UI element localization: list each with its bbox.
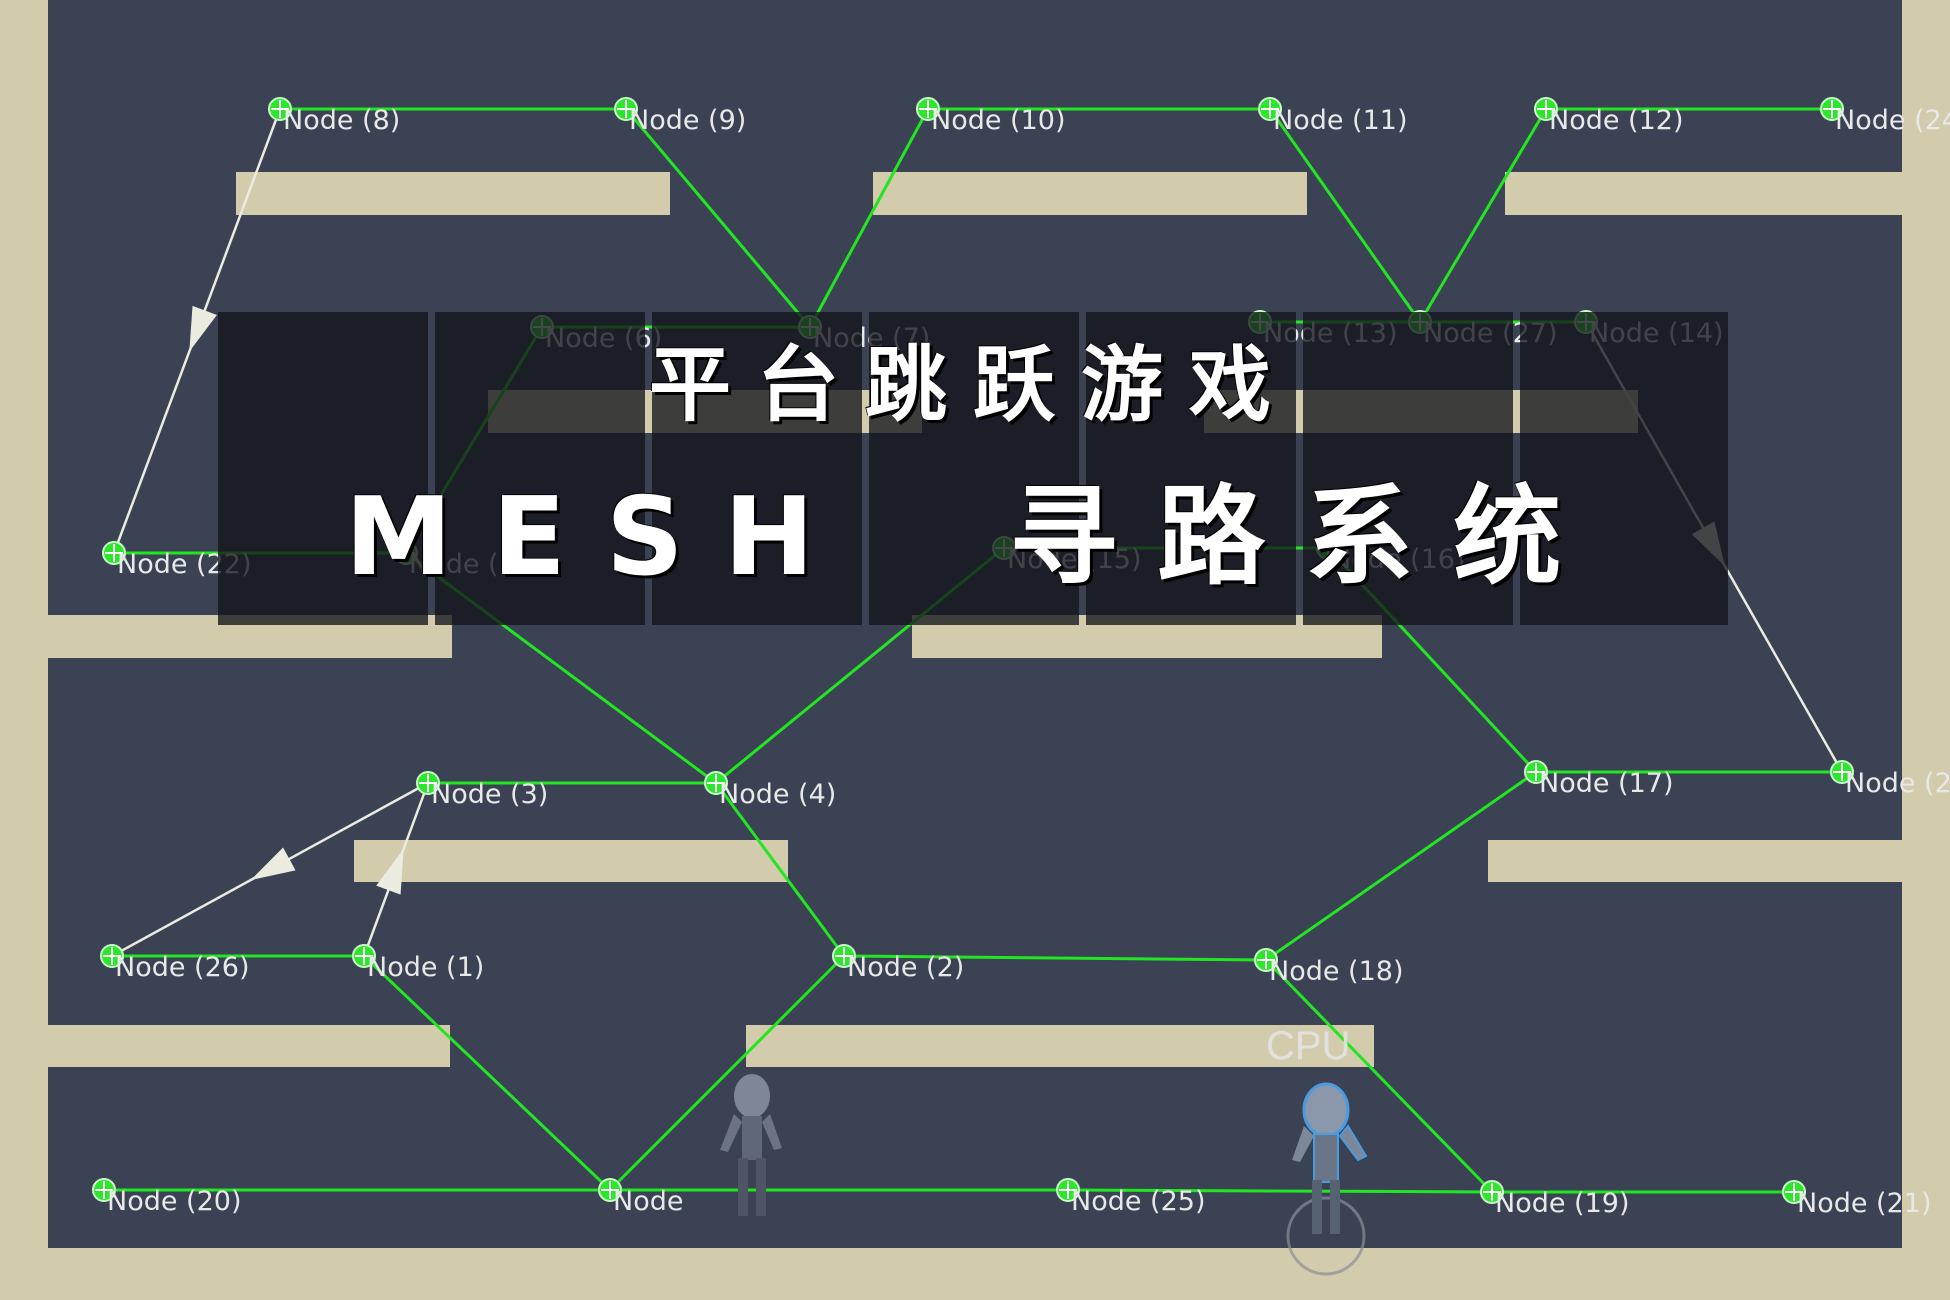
node-label: Node (20) xyxy=(107,1186,241,1217)
overlay-panel-2 xyxy=(435,312,645,625)
edge-18-19 xyxy=(1264,958,1494,1194)
node-label: Node (24 xyxy=(1835,105,1950,136)
platform-lower-right xyxy=(1488,840,1902,882)
node-19[interactable]: Node (19) xyxy=(1480,1180,1629,1219)
node-label: Node (17) xyxy=(1539,768,1673,799)
edge-27-12 xyxy=(1418,108,1548,323)
node-label: Node (2 xyxy=(1845,768,1950,799)
node-label: Node (26) xyxy=(115,952,249,983)
overlay-panel-1 xyxy=(218,312,428,625)
node-3[interactable]: Node (3) xyxy=(416,771,548,810)
node-9[interactable]: Node (9) xyxy=(614,97,746,136)
overlay-panel-7 xyxy=(1520,312,1728,625)
node-18[interactable]: Node (18) xyxy=(1254,948,1403,987)
node-label: Node (18) xyxy=(1269,956,1403,987)
node-12[interactable]: Node (12) xyxy=(1534,97,1683,136)
node-21[interactable]: Node (21) xyxy=(1782,1180,1931,1219)
overlay-panel-4 xyxy=(869,312,1079,625)
node-23[interactable]: Node (2 xyxy=(1830,760,1950,799)
overlay-panel-5 xyxy=(1086,312,1296,625)
floor xyxy=(0,1248,1950,1300)
wall-left xyxy=(0,0,48,1300)
title-line-2: MESH 寻路系统 xyxy=(344,475,1602,600)
jump-arrow-1-3 xyxy=(362,782,430,957)
edge-25-19 xyxy=(1067,1188,1493,1194)
node-label: Node (25) xyxy=(1071,1186,1205,1217)
node-11[interactable]: Node (11) xyxy=(1258,97,1407,136)
edge-0-2 xyxy=(608,954,846,1192)
edge-18-17 xyxy=(1265,770,1537,962)
node-label: Node (2) xyxy=(847,952,964,983)
node-label: Node xyxy=(613,1186,683,1217)
platform-bottom-center xyxy=(746,1025,1374,1067)
node-17[interactable]: Node (17) xyxy=(1524,760,1673,799)
node-25[interactable]: Node (25) xyxy=(1056,1178,1205,1217)
edge-2-18 xyxy=(843,954,1267,962)
platform-top-left xyxy=(236,172,670,215)
node-4[interactable]: Node (4) xyxy=(704,771,836,810)
platform-top-mid xyxy=(873,172,1307,215)
title-overlay xyxy=(218,312,1728,625)
node-8[interactable]: Node (8) xyxy=(268,97,400,136)
node-label: Node (19) xyxy=(1495,1188,1629,1219)
node-label: Node (12) xyxy=(1549,105,1683,136)
node-label: Node (10) xyxy=(931,105,1065,136)
node-10[interactable]: Node (10) xyxy=(916,97,1065,136)
node-0[interactable]: Node xyxy=(598,1178,683,1217)
wall-right xyxy=(1902,0,1950,1300)
node-label: Node (8) xyxy=(283,105,400,136)
node-20[interactable]: Node (20) xyxy=(92,1178,241,1217)
edge-1-0 xyxy=(362,954,612,1192)
node-24[interactable]: Node (24 xyxy=(1820,97,1950,136)
cpu-character xyxy=(1286,1082,1368,1276)
platform-top-right xyxy=(1505,172,1902,215)
node-2[interactable]: Node (2) xyxy=(832,944,964,983)
title-line-1: 平台跳跃游戏 xyxy=(648,338,1297,433)
edge-7-10 xyxy=(808,108,930,328)
jump-arrow-3-26 xyxy=(111,781,429,958)
platform-lower-left xyxy=(354,840,788,882)
node-26[interactable]: Node (26) xyxy=(100,944,249,983)
node-label: Node (21) xyxy=(1797,1188,1931,1219)
edge-9-7 xyxy=(624,108,812,328)
overlay-panel-6 xyxy=(1303,312,1513,625)
edge-11-27 xyxy=(1268,108,1422,323)
node-1[interactable]: Node (1) xyxy=(352,944,484,983)
node-label: Node (11) xyxy=(1273,105,1407,136)
player-character xyxy=(720,1074,782,1216)
characters xyxy=(720,1074,1368,1276)
edge-4-2 xyxy=(714,782,846,957)
node-label: Node (4) xyxy=(719,779,836,810)
jump-arrow-8-22 xyxy=(112,108,282,554)
node-label: Node (9) xyxy=(629,105,746,136)
node-label: Node (3) xyxy=(431,779,548,810)
platform-bottom-left xyxy=(48,1025,450,1067)
node-label: Node (1) xyxy=(367,952,484,983)
overlay-panel-3 xyxy=(652,312,862,625)
cpu-label: CPU xyxy=(1266,1024,1351,1068)
